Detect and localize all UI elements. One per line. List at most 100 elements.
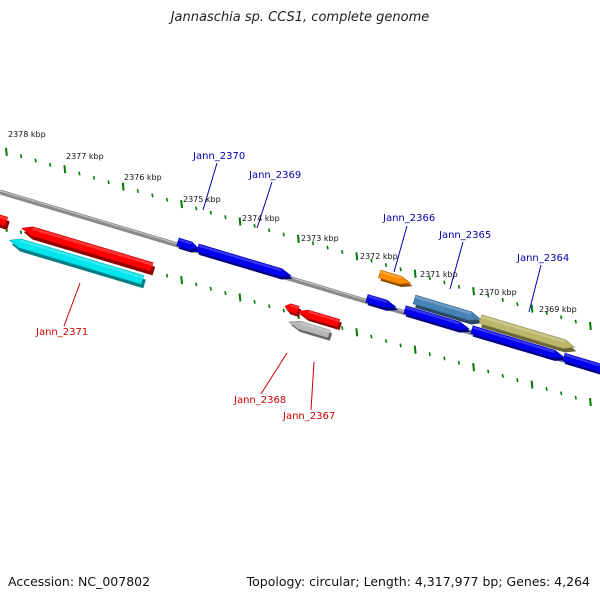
ruler-tick-forward xyxy=(268,228,271,233)
jann-2364-highlight xyxy=(480,315,566,343)
jann-2364-label: Jann_2364 xyxy=(516,253,569,264)
ruler-tick-forward xyxy=(443,280,446,285)
jann-2367-arrow xyxy=(296,309,341,328)
ruler-tick-forward xyxy=(341,249,344,254)
jann-2371-highlight xyxy=(19,239,144,279)
ruler-tick-reverse xyxy=(457,360,461,365)
jann-2370-leader-line xyxy=(202,162,218,211)
ruler-tick-reverse xyxy=(19,230,23,235)
jann-2367-label: Jann_2367 xyxy=(282,411,335,422)
ruler-tick-forward xyxy=(5,147,8,156)
ruler-tick-reverse xyxy=(428,352,431,357)
jann-2365-label: Jann_2365 xyxy=(438,230,491,241)
ruler-tick-reverse xyxy=(399,343,402,348)
ruler-tick-forward xyxy=(297,234,300,244)
jann-2366-leader-line xyxy=(393,225,408,273)
ruler-tick-reverse xyxy=(413,345,417,354)
ruler-tick-forward xyxy=(136,189,139,193)
tick-layer xyxy=(5,147,592,407)
jann-2365-highlight xyxy=(414,295,472,315)
jann-2364-leader-line xyxy=(528,264,542,313)
ruler-tick-reverse xyxy=(209,286,212,291)
ruler-tick-forward xyxy=(413,269,417,278)
gene-1-highlight xyxy=(0,215,8,221)
ruler-tick-forward xyxy=(238,217,242,226)
ruler-tick-reverse xyxy=(370,334,373,339)
jann-2371-leader-line xyxy=(63,282,81,327)
jann-2369-label: Jann_2369 xyxy=(248,170,301,181)
ruler-tick-reverse xyxy=(443,356,446,361)
ruler-tick-forward xyxy=(209,210,212,215)
ruler-tick-reverse xyxy=(224,291,227,296)
ruler-tick-forward xyxy=(311,241,315,246)
ruler-tick-forward xyxy=(545,310,548,315)
gene-14-highlight xyxy=(405,306,460,325)
gene-5-highlight xyxy=(178,238,192,245)
ruler-tick-forward xyxy=(151,193,154,198)
ruler-tick-forward xyxy=(282,232,285,237)
ruler-tick-forward xyxy=(574,319,577,324)
ruler-tick-forward xyxy=(253,223,256,228)
ruler-tick-reverse xyxy=(180,275,183,285)
ruler-tick-reverse xyxy=(472,363,475,372)
ruler-tick-forward xyxy=(121,182,125,191)
ruler-tick-reverse xyxy=(282,308,285,313)
ruler-tick-reverse xyxy=(195,282,198,287)
ruler-tick-forward xyxy=(428,276,431,281)
ruler-tick-forward xyxy=(78,171,81,176)
kbp-label: 2375 kbp xyxy=(183,195,221,204)
kbp-label: 2373 kbp xyxy=(301,234,339,243)
jann-2368-label: Jann_2368 xyxy=(233,395,286,406)
ruler-tick-reverse xyxy=(530,380,534,389)
ruler-tick-reverse xyxy=(355,328,359,337)
ruler-tick-forward xyxy=(224,215,227,220)
jann-2366-label: Jann_2366 xyxy=(382,213,435,224)
gene-10-arrow xyxy=(288,320,331,339)
ruler-tick-forward xyxy=(516,302,519,307)
jann-2370-highlight xyxy=(198,244,282,272)
ruler-tick-reverse xyxy=(589,397,592,407)
ruler-tick-forward xyxy=(501,297,504,302)
jann-2367-highlight xyxy=(308,310,340,323)
kbp-label: 2378 kbp xyxy=(8,130,46,139)
ruler-tick-forward xyxy=(530,304,534,313)
jann-2367-leader-line xyxy=(310,361,315,411)
ruler-tick-forward xyxy=(472,287,475,296)
ruler-tick-reverse xyxy=(560,391,563,396)
gene-10-highlight xyxy=(299,321,330,333)
gene-11-highlight xyxy=(379,270,402,280)
ruler-tick-forward xyxy=(195,206,198,211)
kbp-label: 2372 kbp xyxy=(360,252,398,261)
gene-3-arrow xyxy=(21,226,154,272)
ruler-tick-forward xyxy=(92,175,96,180)
ruler-tick-reverse xyxy=(501,373,504,378)
accession-text: Accession: NC_007802 xyxy=(8,574,151,589)
ruler-tick-forward xyxy=(457,284,461,289)
ruler-tick-forward xyxy=(370,258,373,263)
ruler-tick-reverse xyxy=(253,299,256,304)
jann-2368-highlight xyxy=(289,304,299,309)
ruler-tick-reverse xyxy=(516,378,519,383)
ruler-tick-forward xyxy=(384,263,388,268)
ruler-tick-forward xyxy=(19,154,23,159)
ruler-tick-forward xyxy=(326,245,329,250)
ruler-tick-reverse xyxy=(574,395,577,400)
ruler-tick-reverse xyxy=(545,386,548,391)
jann-2371-label: Jann_2371 xyxy=(35,327,88,338)
jann-2370-label: Jann_2370 xyxy=(192,151,245,162)
jann-2369-leader-line xyxy=(256,181,273,229)
ruler-tick-forward xyxy=(399,267,402,272)
leader-layer xyxy=(63,162,542,411)
page-title: Jannaschia sp. CCS1, complete genome xyxy=(170,10,430,25)
jann-2365-leader-line xyxy=(449,241,464,290)
kbp-label: 2377 kbp xyxy=(66,152,104,161)
kbp-label: 2371 kbp xyxy=(420,270,458,279)
ruler-tick-reverse xyxy=(165,273,169,278)
gene-17-highlight xyxy=(564,353,600,367)
topology-text: Topology: circular; Length: 4,317,977 bp… xyxy=(246,574,590,589)
jann-2371-arrow xyxy=(8,238,145,285)
ruler-tick-reverse xyxy=(384,339,388,344)
ruler-tick-reverse xyxy=(268,304,271,309)
